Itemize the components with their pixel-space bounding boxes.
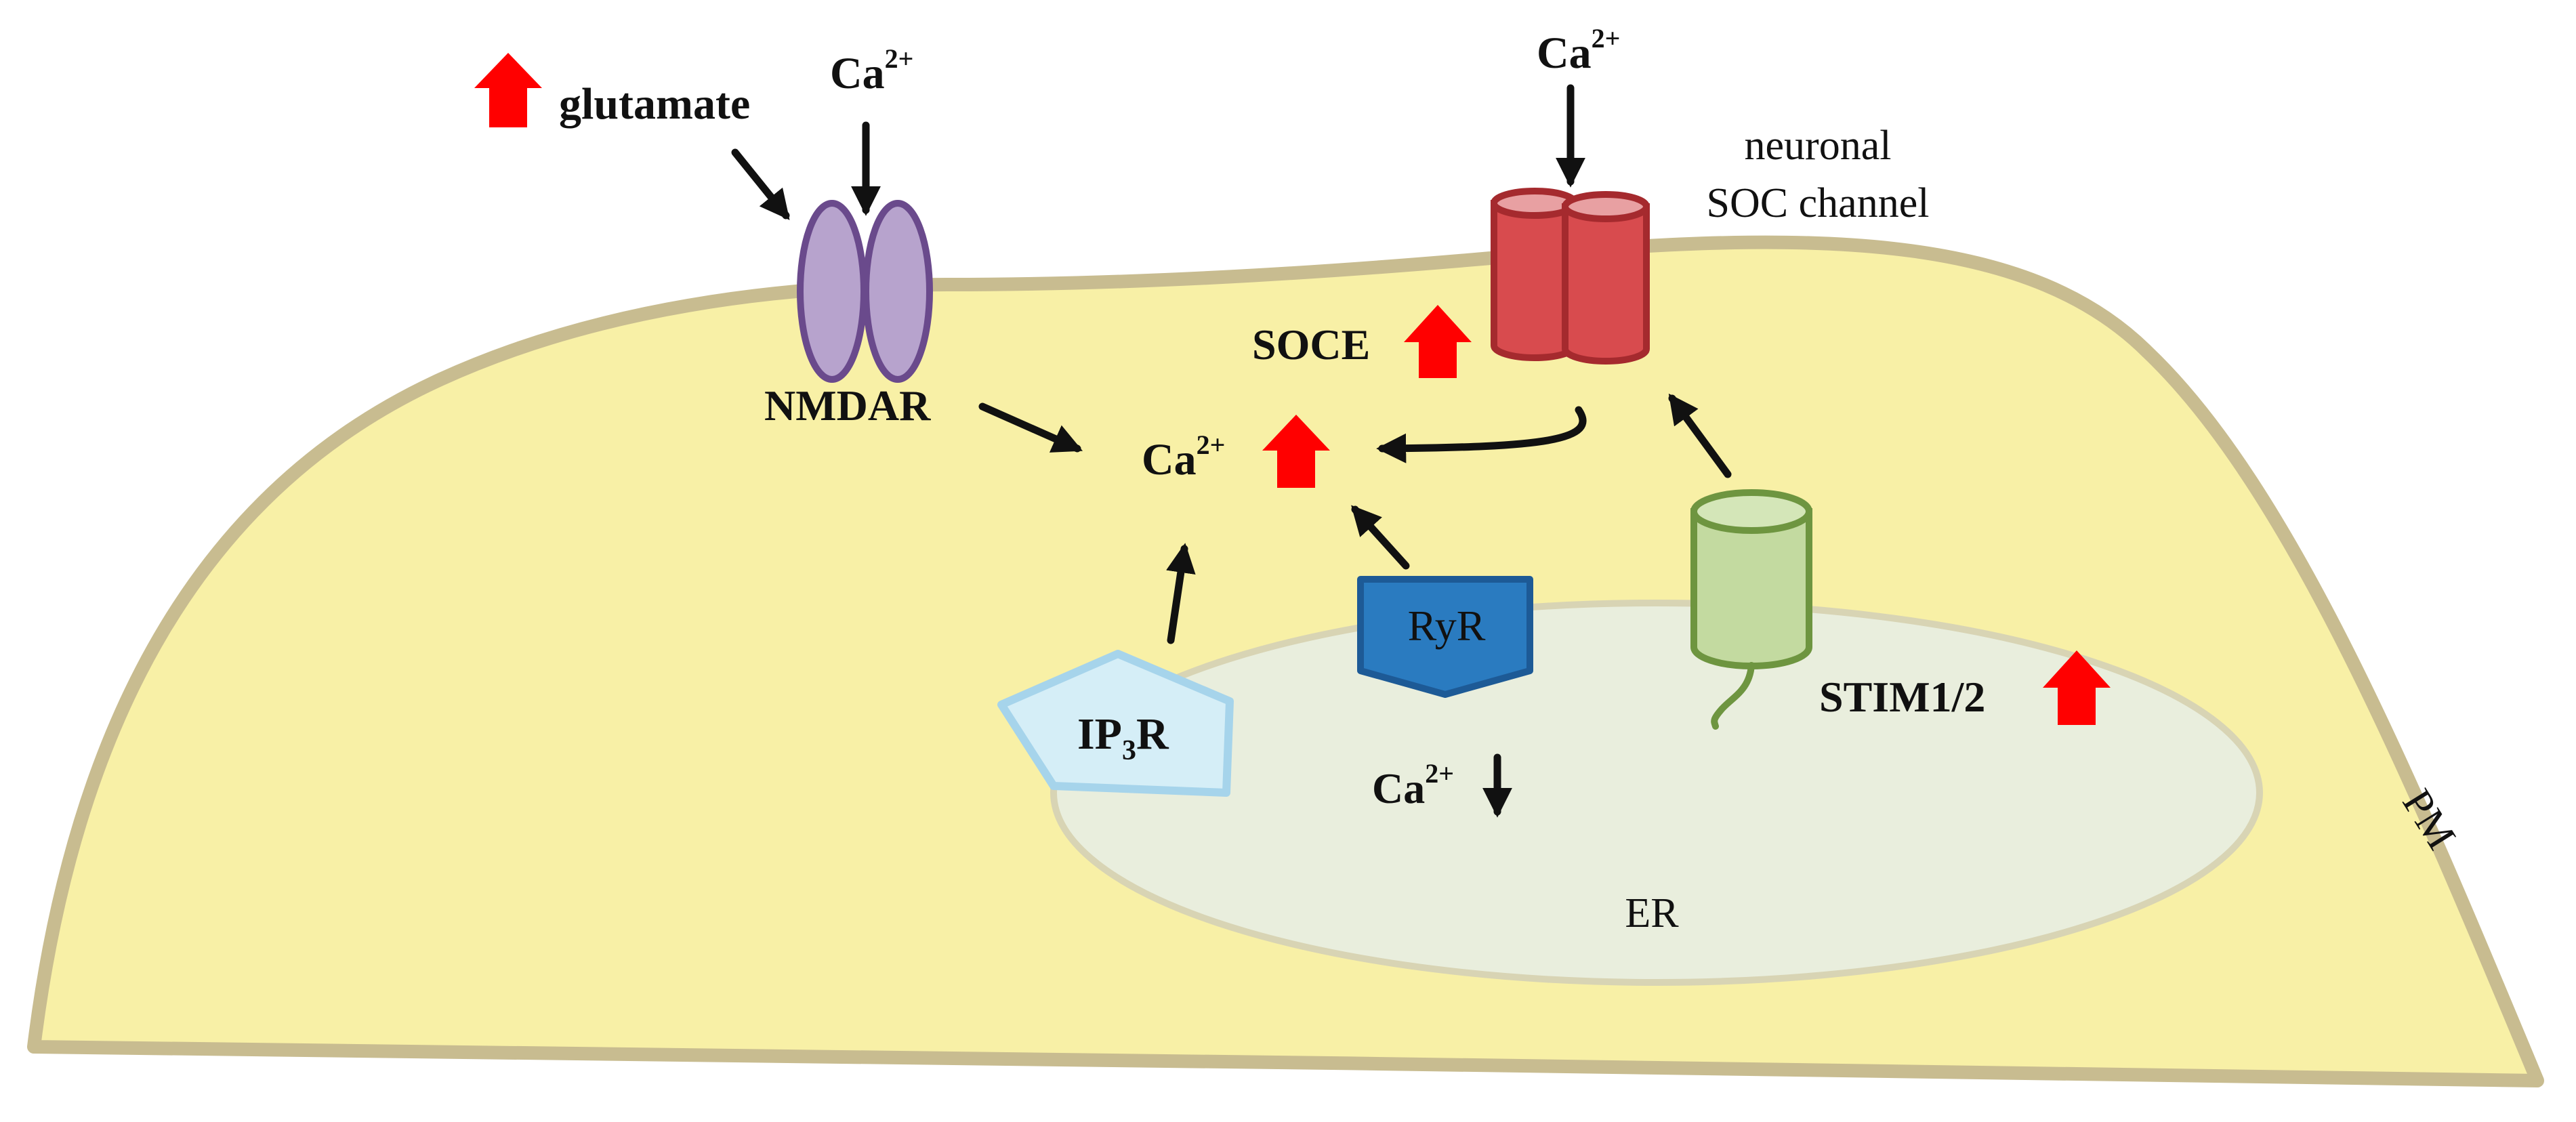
glutamate-up-arrow-icon [474,53,542,127]
stim-protein [1690,489,1812,730]
soc-channel [1491,188,1650,365]
stim-to-soc-arrow [1668,393,1732,478]
ip3r-to-ca-arrow [1166,543,1196,644]
arrows [731,84,1732,818]
ip3r-label: IP3R [1077,709,1169,766]
soc-channel-label-line2: SOC channel [1707,180,1930,226]
nmdar-label: NMDAR [764,381,931,430]
ca-up-arrow-icon [1262,415,1330,488]
nmdar-to-ca-arrow [978,402,1083,453]
er-organelle [1050,600,2263,986]
ca-cytosol-label: Ca2+ [1142,430,1225,484]
soc-to-ca-arrow [1376,406,1587,463]
nmdar-receptor [797,200,933,383]
soce-up-arrow-icon [1404,305,1472,378]
ryr-receptor [1357,576,1533,698]
ryr-to-ca-arrow [1351,505,1410,570]
stim-up-arrow-icon [2043,650,2111,725]
glutamate-label: glutamate [559,79,750,129]
soc-channel-label-line1: neuronal [1745,123,1892,169]
glutamate-arrow [731,148,790,220]
ca-label-top-right: Ca2+ [1537,23,1620,78]
soce-label: SOCE [1252,320,1370,369]
stim-label: STIM1/2 [1819,673,1985,721]
ip3r-receptor [997,650,1234,797]
increase-indicators [474,53,2111,725]
er-label: ER [1625,890,1679,936]
ca-label-top-left: Ca2+ [830,43,913,98]
ca-er-label: Ca2+ [1372,758,1454,812]
ryr-label: RyR [1408,602,1486,650]
